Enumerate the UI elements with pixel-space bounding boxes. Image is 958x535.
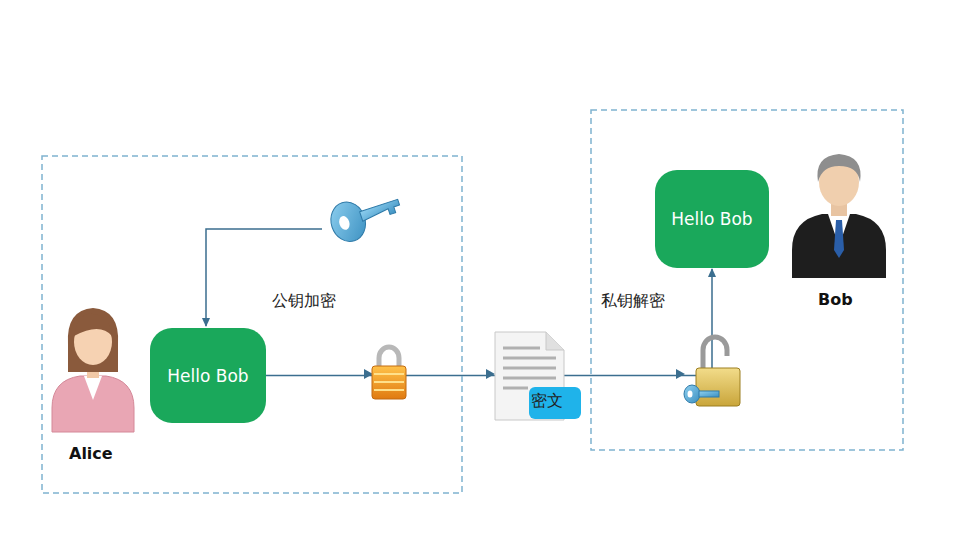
alice-figure xyxy=(52,308,134,432)
sender-region xyxy=(42,156,462,493)
diagram-label: 公钥加密 xyxy=(272,291,336,312)
ciphertext-document xyxy=(495,332,581,420)
flow-arrow xyxy=(266,269,712,376)
message-box: Hello Bob xyxy=(655,170,769,268)
message-box: Hello Bob xyxy=(150,328,266,423)
key-wire xyxy=(206,229,322,326)
ciphertext-badge xyxy=(529,387,581,419)
message-text: Hello Bob xyxy=(167,366,248,386)
diagram-label: Bob xyxy=(818,290,853,309)
public-key-icon xyxy=(326,186,406,246)
message-text: Hello Bob xyxy=(671,209,752,229)
diagram-label: Alice xyxy=(69,444,113,463)
unlock-icon xyxy=(684,337,740,406)
bob-figure xyxy=(792,154,886,278)
receiver-region xyxy=(591,110,903,450)
lock-icon xyxy=(372,347,406,399)
diagram-label: 私钥解密 xyxy=(601,291,665,312)
diagram-label: 密文 xyxy=(531,391,563,412)
